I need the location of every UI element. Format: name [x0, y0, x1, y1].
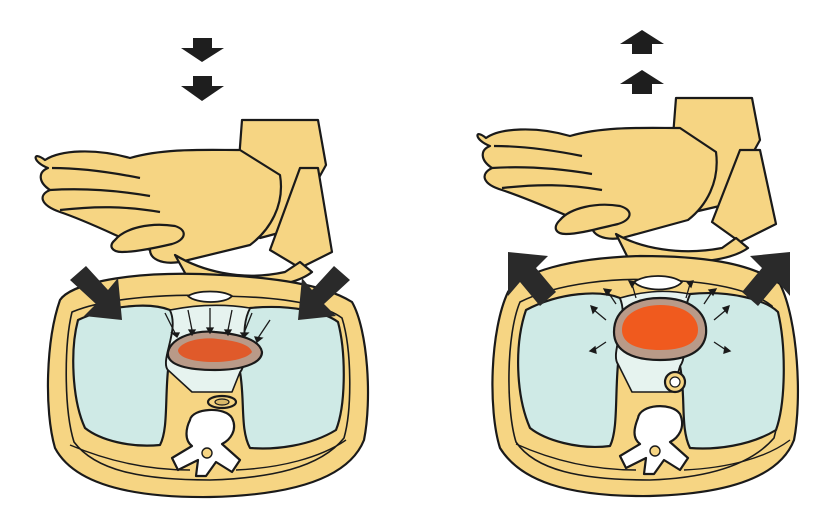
push-down-arrow-1 [181, 38, 224, 62]
push-down-arrows [181, 38, 224, 101]
heart-chamber-filled [622, 305, 698, 350]
lift-up-arrows [620, 30, 664, 94]
lift-up-arrow-2 [620, 70, 664, 94]
spinal-canal [650, 446, 660, 456]
push-down-arrow-2 [181, 76, 224, 101]
sternum [634, 276, 682, 290]
hands [477, 98, 776, 263]
left-lung [73, 306, 173, 446]
release-panel [477, 30, 797, 496]
right-lung [240, 307, 344, 449]
sternum [188, 292, 232, 303]
aorta-lumen [670, 377, 680, 387]
left-lung [518, 294, 623, 447]
hands [36, 120, 332, 288]
compression-panel [36, 38, 368, 497]
spinal-canal [202, 448, 212, 458]
esophagus [215, 399, 229, 405]
lift-up-arrow-1 [620, 30, 664, 54]
